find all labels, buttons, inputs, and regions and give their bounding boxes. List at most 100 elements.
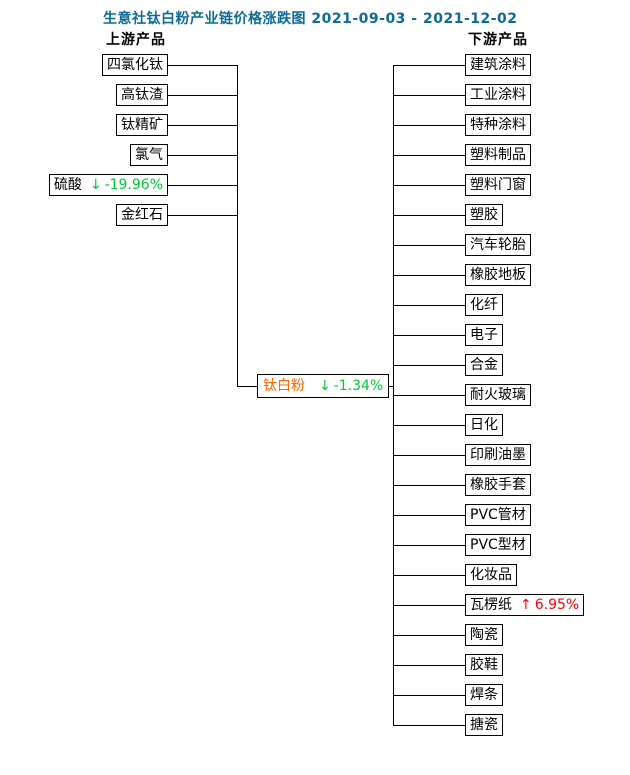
downstream-node-23-label: 搪瓷 bbox=[470, 717, 498, 733]
downstream-connector-12 bbox=[393, 395, 465, 396]
downstream-node-8-label: 橡胶地板 bbox=[470, 267, 526, 283]
downstream-node-19-label: 瓦楞纸 bbox=[470, 597, 512, 613]
downstream-node-16-label: PVC管材 bbox=[470, 507, 526, 523]
upstream-node-2: 高钛渣 bbox=[116, 84, 168, 106]
downstream-node-2: 工业涂料 bbox=[465, 84, 531, 106]
downstream-node-19-change: ↑6.95% bbox=[520, 597, 580, 613]
downstream-connector-9 bbox=[393, 305, 465, 306]
downstream-node-18: 化妆品 bbox=[465, 564, 517, 586]
downstream-node-13-label: 日化 bbox=[470, 417, 498, 433]
downstream-node-12: 耐火玻璃 bbox=[465, 384, 531, 406]
downstream-connector-4 bbox=[393, 155, 465, 156]
downstream-connector-6 bbox=[393, 215, 465, 216]
center-left-stub-line bbox=[237, 386, 257, 387]
downstream-connector-19 bbox=[393, 605, 465, 606]
upstream-connector-1 bbox=[168, 65, 237, 66]
upstream-connector-4 bbox=[168, 155, 237, 156]
upstream-connector-2 bbox=[168, 95, 237, 96]
downstream-node-10: 电子 bbox=[465, 324, 503, 346]
downstream-connector-22 bbox=[393, 695, 465, 696]
downstream-connector-15 bbox=[393, 485, 465, 486]
downstream-node-21-label: 胶鞋 bbox=[470, 657, 498, 673]
down-arrow-icon: ↓ bbox=[89, 177, 102, 193]
downstream-connector-20 bbox=[393, 635, 465, 636]
downstream-node-7: 汽车轮胎 bbox=[465, 234, 531, 256]
downstream-node-22: 焊条 bbox=[465, 684, 503, 706]
upstream-node-5: 硫酸 ↓-19.96% bbox=[48, 174, 168, 196]
upstream-node-4: 氯气 bbox=[130, 144, 168, 166]
upstream-column-label: 上游产品 bbox=[106, 32, 166, 48]
downstream-node-17: PVC型材 bbox=[465, 534, 531, 556]
downstream-connector-17 bbox=[393, 545, 465, 546]
downstream-node-9-label: 化纤 bbox=[470, 297, 498, 313]
downstream-node-1: 建筑涂料 bbox=[465, 54, 531, 76]
downstream-node-16: PVC管材 bbox=[465, 504, 531, 526]
downstream-node-18-label: 化妆品 bbox=[470, 567, 512, 583]
downstream-connector-8 bbox=[393, 275, 465, 276]
downstream-connector-23 bbox=[393, 725, 465, 726]
downstream-node-19: 瓦楞纸 ↑6.95% bbox=[465, 594, 585, 616]
downstream-node-4: 塑料制品 bbox=[465, 144, 531, 166]
downstream-node-4-label: 塑料制品 bbox=[470, 147, 526, 163]
upstream-node-6: 金红石 bbox=[116, 204, 168, 226]
upstream-connector-3 bbox=[168, 125, 237, 126]
downstream-node-5-label: 塑料门窗 bbox=[470, 177, 526, 193]
upstream-node-3-label: 钛精矿 bbox=[121, 117, 163, 133]
downstream-node-8: 橡胶地板 bbox=[465, 264, 531, 286]
center-node-change: ↓-1.34% bbox=[319, 378, 384, 394]
upstream-connector-5 bbox=[168, 185, 237, 186]
downstream-connector-18 bbox=[393, 575, 465, 576]
upstream-node-2-label: 高钛渣 bbox=[121, 87, 163, 103]
downstream-connector-2 bbox=[393, 95, 465, 96]
upstream-node-1-label: 四氯化钛 bbox=[107, 57, 163, 73]
upstream-node-6-label: 金红石 bbox=[121, 207, 163, 223]
downstream-connector-14 bbox=[393, 455, 465, 456]
downstream-node-6-label: 塑胶 bbox=[470, 207, 498, 223]
downstream-connector-16 bbox=[393, 515, 465, 516]
downstream-node-15: 橡胶手套 bbox=[465, 474, 531, 496]
downstream-connector-7 bbox=[393, 245, 465, 246]
downstream-node-23: 搪瓷 bbox=[465, 714, 503, 736]
downstream-connector-11 bbox=[393, 365, 465, 366]
downstream-node-13: 日化 bbox=[465, 414, 503, 436]
center-node: 钛白粉 ↓-1.34% bbox=[257, 374, 390, 398]
downstream-node-2-label: 工业涂料 bbox=[470, 87, 526, 103]
downstream-connector-13 bbox=[393, 425, 465, 426]
downstream-node-17-label: PVC型材 bbox=[470, 537, 526, 553]
downstream-node-1-label: 建筑涂料 bbox=[470, 57, 526, 73]
upstream-node-1: 四氯化钛 bbox=[102, 54, 168, 76]
downstream-node-6: 塑胶 bbox=[465, 204, 503, 226]
downstream-node-3: 特种涂料 bbox=[465, 114, 531, 136]
downstream-node-14-label: 印刷油墨 bbox=[470, 447, 526, 463]
upstream-node-5-change: ↓-19.96% bbox=[89, 177, 163, 193]
upstream-node-4-label: 氯气 bbox=[135, 147, 163, 163]
downstream-node-3-label: 特种涂料 bbox=[470, 117, 526, 133]
downstream-node-20-label: 陶瓷 bbox=[470, 627, 498, 643]
chart-title-text: 生意社钛白粉产业链价格涨跌图 bbox=[103, 11, 306, 27]
down-arrow-icon: ↓ bbox=[319, 378, 331, 394]
upstream-node-5-label: 硫酸 bbox=[53, 177, 82, 193]
downstream-node-11: 合金 bbox=[465, 354, 503, 376]
downstream-node-21: 胶鞋 bbox=[465, 654, 503, 676]
downstream-connector-3 bbox=[393, 125, 465, 126]
downstream-connector-1 bbox=[393, 65, 465, 66]
up-arrow-icon: ↑ bbox=[520, 597, 532, 613]
downstream-node-15-label: 橡胶手套 bbox=[470, 477, 526, 493]
downstream-connector-5 bbox=[393, 185, 465, 186]
downstream-node-12-label: 耐火玻璃 bbox=[470, 387, 526, 403]
downstream-node-10-label: 电子 bbox=[470, 327, 498, 343]
upstream-node-3: 钛精矿 bbox=[116, 114, 168, 136]
downstream-connector-21 bbox=[393, 665, 465, 666]
downstream-node-20: 陶瓷 bbox=[465, 624, 503, 646]
downstream-node-7-label: 汽车轮胎 bbox=[470, 237, 526, 253]
chart-title: 生意社钛白粉产业链价格涨跌图 2021-09-03 - 2021-12-02 bbox=[103, 8, 518, 28]
upstream-connector-6 bbox=[168, 215, 237, 216]
downstream-node-9: 化纤 bbox=[465, 294, 503, 316]
downstream-node-11-label: 合金 bbox=[470, 357, 498, 373]
downstream-column-label: 下游产品 bbox=[468, 32, 528, 48]
downstream-node-22-label: 焊条 bbox=[470, 687, 498, 703]
center-node-label: 钛白粉 bbox=[263, 378, 305, 394]
downstream-node-14: 印刷油墨 bbox=[465, 444, 531, 466]
center-right-stub-line bbox=[389, 386, 393, 387]
